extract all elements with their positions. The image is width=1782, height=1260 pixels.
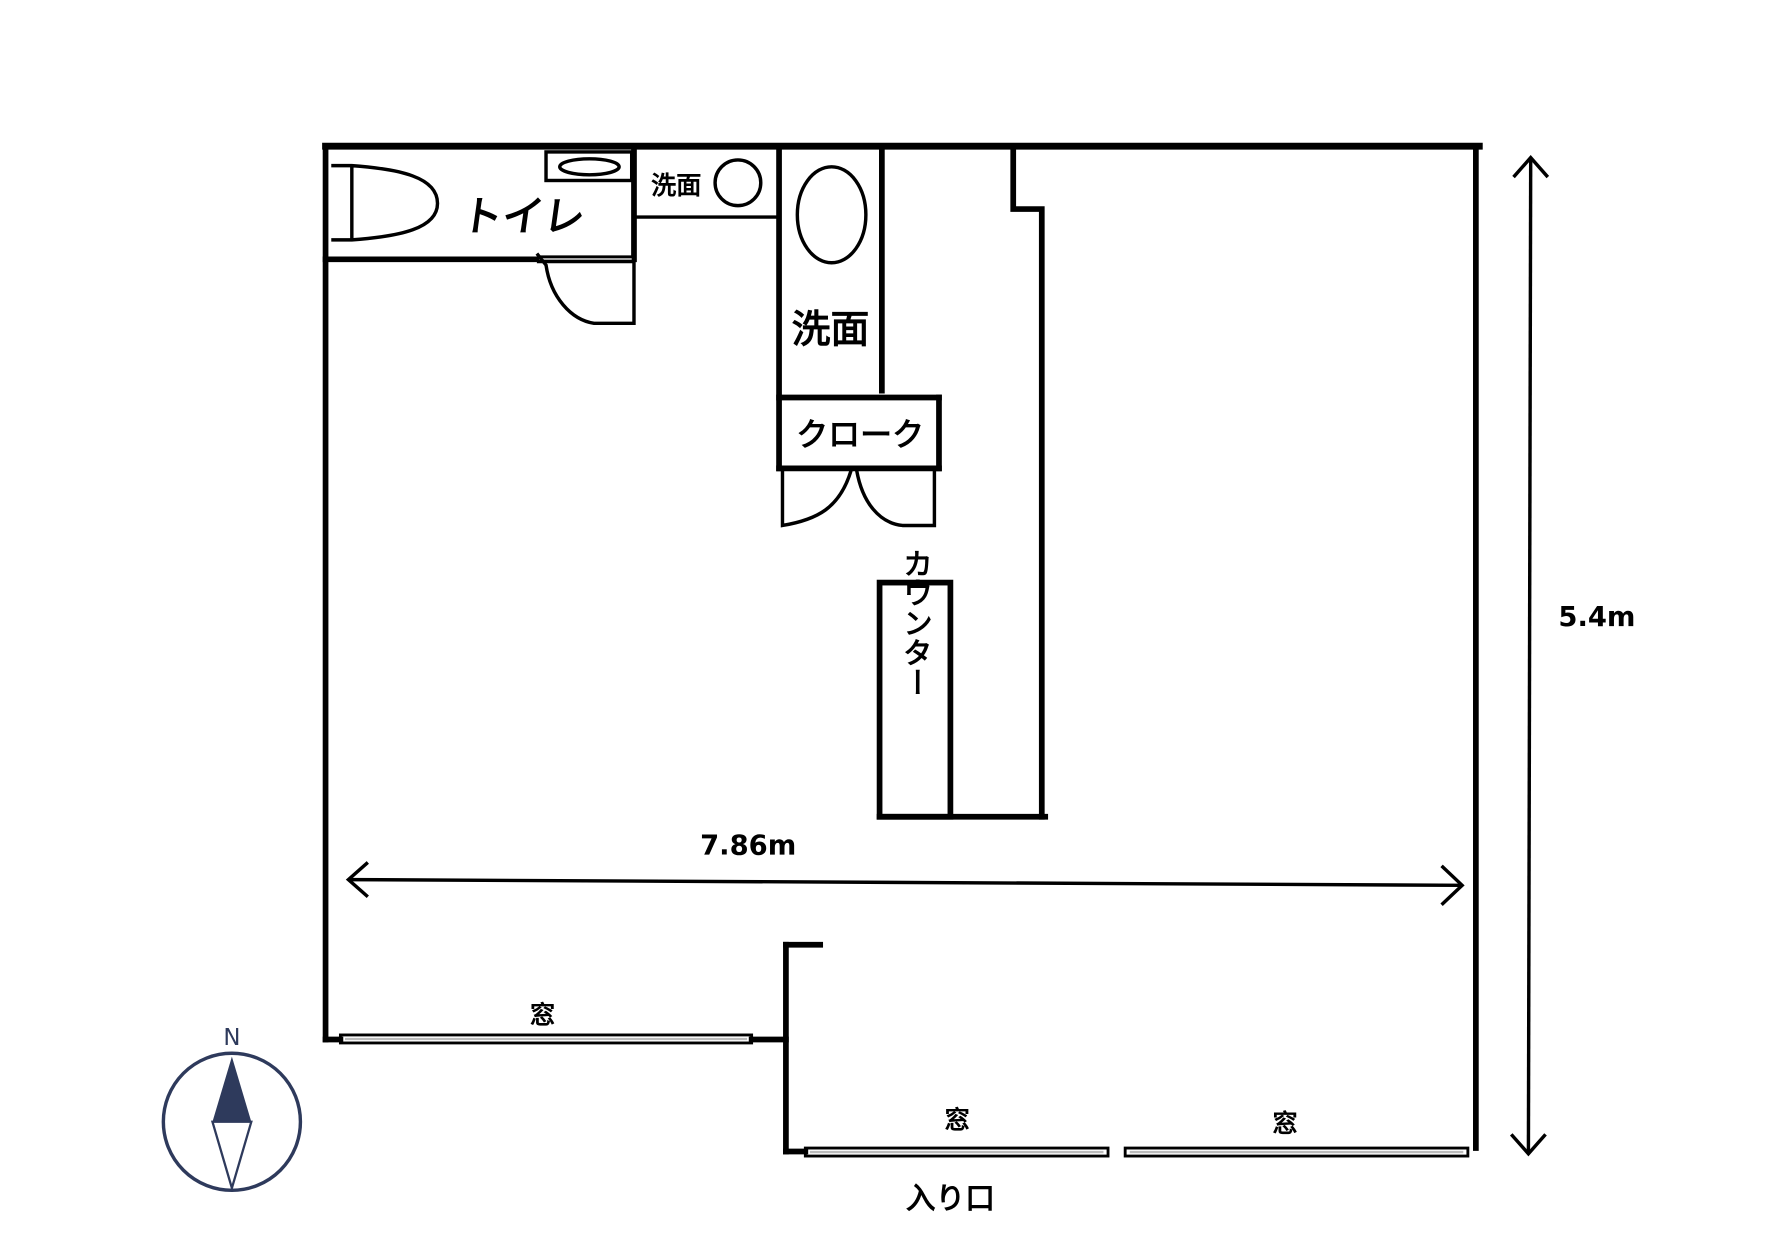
window-label: 窓 — [945, 1106, 970, 1135]
counter-label: カウンター — [897, 548, 932, 697]
cloak-label: クローク — [796, 416, 924, 454]
north-needle-icon — [212, 1056, 252, 1122]
door-swing-icon — [535, 252, 636, 325]
south-needle-icon — [210, 1120, 253, 1193]
toilet-bowl-icon — [331, 163, 440, 242]
window-label: 窓 — [530, 1001, 555, 1030]
width-label: 7.86m — [700, 830, 796, 861]
window-center — [803, 1146, 1110, 1158]
outer-walls — [322, 142, 1483, 1155]
partition-wall — [876, 143, 1049, 820]
entrance-label: 入り口 — [906, 1182, 995, 1217]
window-right — [1123, 1146, 1470, 1158]
depth-dimension-arrow — [1509, 155, 1550, 1157]
depth-label: 5.4m — [1558, 602, 1635, 633]
north-label: N — [223, 1025, 240, 1051]
sink-icon — [795, 165, 868, 265]
washroom — [776, 143, 885, 472]
toilet-label: トイレ — [458, 193, 588, 241]
width-dimension-arrow — [345, 861, 1465, 906]
window-left — [338, 1033, 754, 1045]
washroom-label: 洗面 — [792, 308, 870, 353]
window-label: 窓 — [1273, 1109, 1298, 1138]
toilet-room — [322, 143, 637, 325]
cloak-room — [776, 394, 942, 528]
sink-icon — [713, 158, 763, 208]
small-washroom — [633, 158, 777, 219]
double-door-icon — [780, 470, 937, 528]
compass — [161, 1051, 303, 1193]
small-washroom-label: 洗面 — [651, 171, 701, 200]
counter — [876, 579, 954, 820]
